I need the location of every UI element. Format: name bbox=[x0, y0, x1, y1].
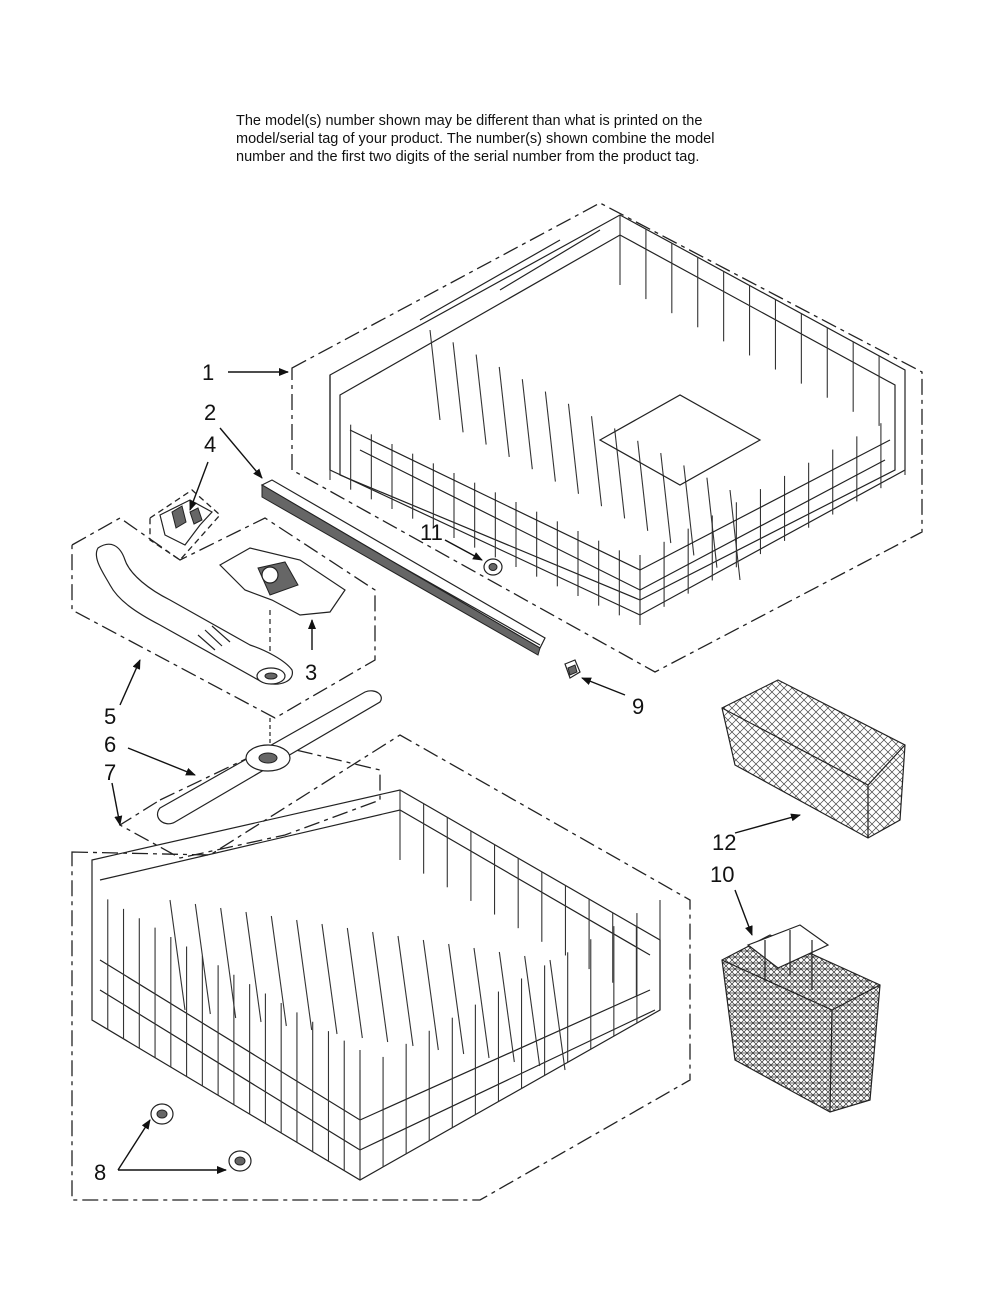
callout-5: 5 bbox=[104, 704, 116, 729]
note-line-2: model/serial tag of your product. The nu… bbox=[236, 131, 715, 147]
leader-lines bbox=[111, 368, 801, 1174]
lower-rack-boundary bbox=[71, 734, 691, 1201]
note-line-3: number and the first two digits of the s… bbox=[236, 149, 700, 165]
clip-icon bbox=[159, 499, 213, 546]
callout-9: 9 bbox=[632, 694, 644, 719]
spray-assembly-group bbox=[71, 517, 376, 719]
upper-rack-boundary bbox=[291, 202, 923, 673]
upper-rack-icon bbox=[329, 214, 906, 625]
leader-6 bbox=[127, 747, 196, 776]
leader-11 bbox=[444, 539, 483, 561]
leader-8a bbox=[117, 1119, 151, 1171]
leader-9 bbox=[581, 677, 626, 696]
lower-spray-arm-group bbox=[118, 690, 382, 859]
lower-rack-group bbox=[71, 734, 691, 1201]
leader-4 bbox=[189, 461, 209, 511]
spray-assembly-boundary bbox=[71, 517, 376, 719]
lower-spray-arm-boundary bbox=[118, 744, 381, 859]
callout-11: 11 bbox=[420, 520, 443, 545]
callout-10: 10 bbox=[710, 862, 734, 887]
leader-2 bbox=[219, 427, 263, 479]
callout-3: 3 bbox=[305, 660, 317, 685]
note-line-1: The model(s) number shown may be differe… bbox=[236, 113, 703, 129]
wheel-8b-icon bbox=[228, 1150, 252, 1172]
lower-rack-icon bbox=[91, 789, 661, 1181]
leader-7 bbox=[111, 782, 123, 826]
clip-group bbox=[149, 489, 221, 561]
callout-labels: 1 2 3 4 5 6 7 8 9 10 11 12 bbox=[94, 360, 736, 1185]
clip-boundary bbox=[149, 489, 221, 561]
upper-rack-group bbox=[291, 202, 923, 673]
silverware-basket-icon bbox=[721, 924, 881, 1113]
leader-12 bbox=[734, 813, 801, 834]
leader-5 bbox=[119, 659, 141, 706]
callout-6: 6 bbox=[104, 732, 116, 757]
rack-track-icon bbox=[260, 479, 546, 656]
wheel-8a-icon bbox=[150, 1103, 174, 1125]
wheel-11-icon bbox=[483, 558, 503, 576]
leader-10 bbox=[734, 889, 753, 936]
lower-spray-arm-icon bbox=[156, 690, 382, 825]
callout-7: 7 bbox=[104, 760, 116, 785]
stop-clip-icon bbox=[564, 659, 581, 679]
callout-1: 1 bbox=[202, 360, 214, 385]
callout-2: 2 bbox=[204, 400, 216, 425]
feed-tube-icon bbox=[95, 543, 293, 685]
callout-8: 8 bbox=[94, 1160, 106, 1185]
small-basket-icon bbox=[721, 679, 906, 839]
spray-arm-mount-icon bbox=[219, 547, 346, 660]
callout-12: 12 bbox=[712, 830, 736, 855]
callout-4: 4 bbox=[204, 432, 216, 457]
rack-track-group bbox=[260, 479, 546, 656]
